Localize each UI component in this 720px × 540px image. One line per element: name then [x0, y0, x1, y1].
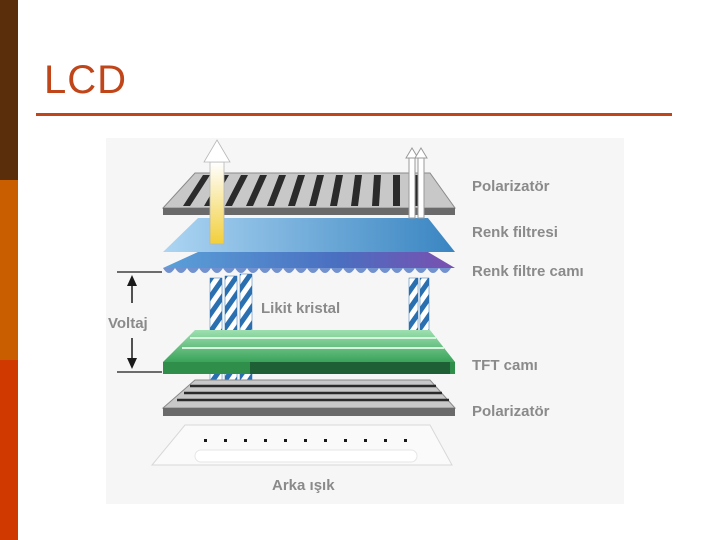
label-polarizer-bottom: Polarizatör [472, 403, 550, 420]
outline-arrows [405, 147, 428, 219]
label-backlight: Arka ışık [272, 477, 335, 494]
voltage-indicator [117, 271, 162, 373]
backlight [150, 424, 453, 466]
crystal-column [408, 277, 419, 333]
color-filter-layer [163, 218, 455, 252]
tft-glass-layer [163, 330, 455, 374]
light-beam [203, 139, 231, 245]
label-polarizer-top: Polarizatör [472, 178, 550, 195]
arrow-up-icon [127, 275, 137, 286]
polarizer-slits [183, 175, 421, 206]
crystal-column [419, 277, 430, 339]
slide-title: LCD [44, 58, 128, 102]
label-liquid-crystal: Likit kristal [261, 300, 340, 317]
arrow-down-icon [127, 358, 137, 369]
label-color-filter: Renk filtresi [472, 224, 558, 241]
sidebar-segment-red [0, 360, 18, 540]
title-underline [36, 113, 672, 116]
bottom-polarizer [161, 379, 457, 416]
sidebar-accent [0, 0, 18, 540]
sidebar-segment-orange [0, 180, 18, 360]
up-arrow-icon [203, 139, 231, 163]
label-voltage: Voltaj [108, 315, 148, 332]
top-polarizer [161, 172, 456, 215]
label-tft-glass: TFT camı [472, 357, 538, 374]
label-color-filter-glass: Renk filtre camı [472, 263, 584, 280]
color-filter-glass-layer [163, 252, 455, 273]
sidebar-segment-brown [0, 0, 18, 180]
